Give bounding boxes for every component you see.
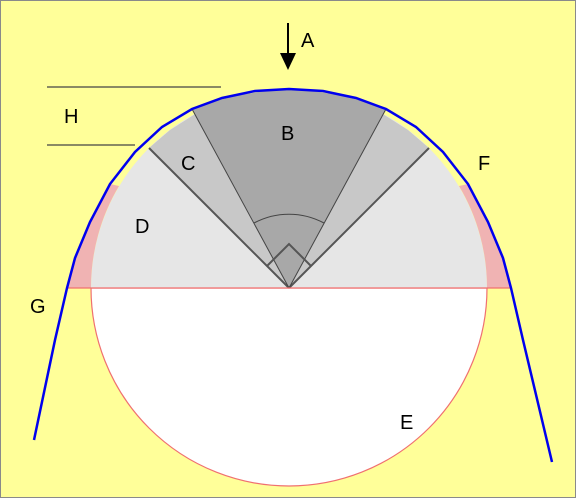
label-g: G bbox=[30, 296, 46, 318]
left-pink-cap bbox=[67, 184, 119, 288]
label-c: C bbox=[181, 153, 195, 175]
arrow-down-icon bbox=[280, 53, 296, 70]
label-f: F bbox=[478, 153, 490, 175]
angle-arc bbox=[253, 213, 325, 224]
right-pink-cap bbox=[459, 184, 511, 288]
label-b: B bbox=[281, 123, 294, 145]
lower-half-circle bbox=[90, 287, 488, 487]
narrow-sector bbox=[192, 90, 386, 288]
inner-edge-left bbox=[191, 108, 290, 289]
sector-edge-right bbox=[288, 147, 430, 289]
label-e: E bbox=[400, 412, 413, 434]
sector-edge-left bbox=[148, 147, 290, 289]
right-angle-marker bbox=[266, 242, 312, 267]
inner-edge-right bbox=[288, 108, 387, 289]
label-d: D bbox=[135, 216, 149, 238]
label-a: A bbox=[301, 30, 315, 52]
outer-curve bbox=[32, 87, 554, 463]
label-h: H bbox=[64, 106, 78, 128]
